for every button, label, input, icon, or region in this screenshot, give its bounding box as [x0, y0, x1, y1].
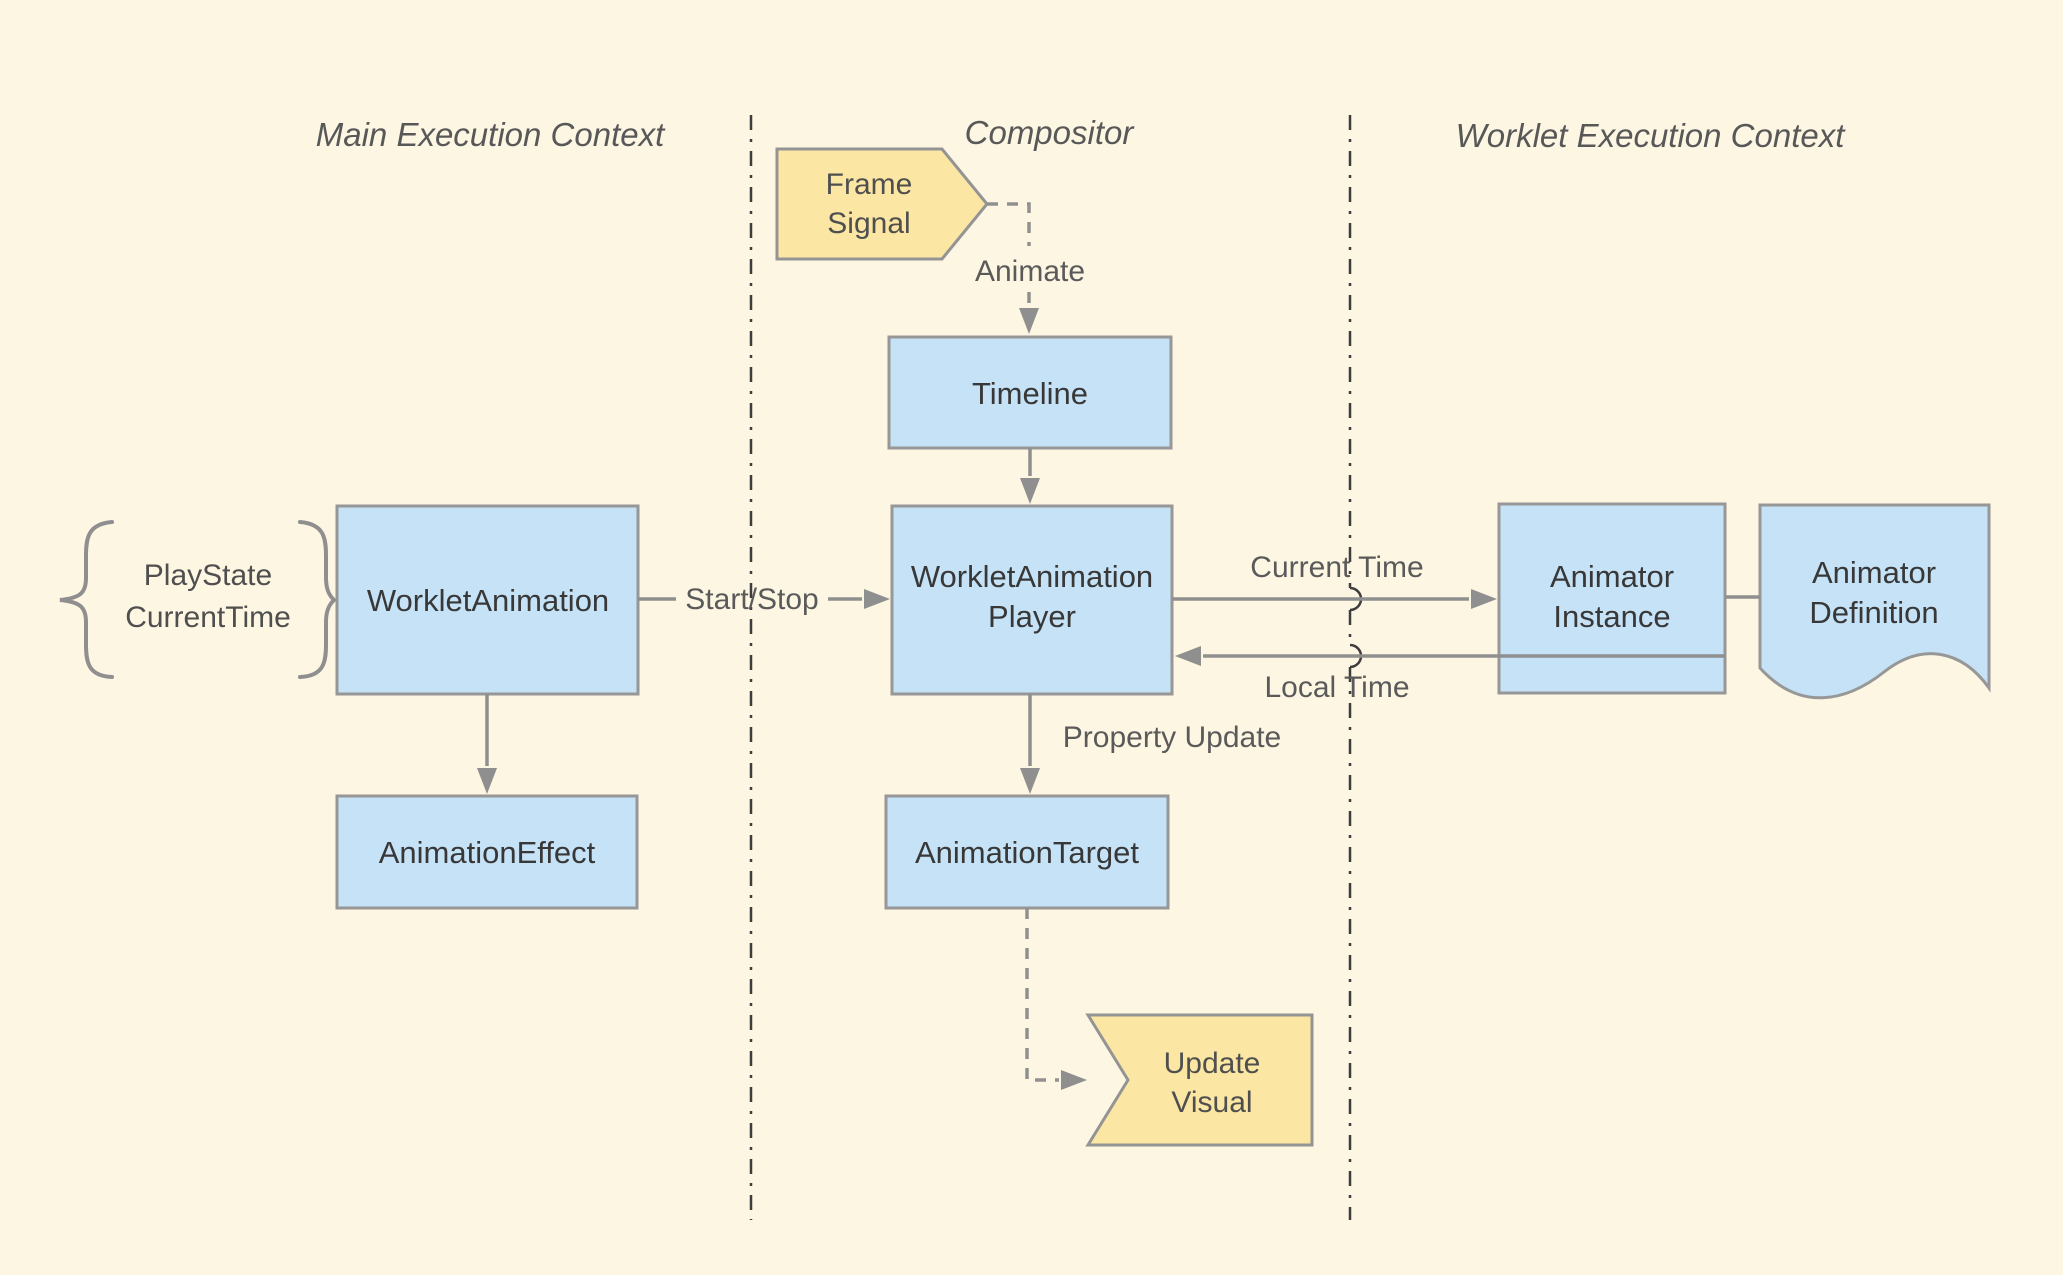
edge-property-update	[1020, 694, 1040, 794]
divider-compositor-worklet	[1348, 115, 1363, 1220]
edge-frame-signal-to-timeline	[987, 202, 1039, 334]
arrowhead-left-icon	[1175, 646, 1201, 666]
edge-local-time	[1175, 646, 1725, 666]
arrowhead-down-icon	[1020, 768, 1040, 794]
arrowhead-down-icon	[477, 768, 497, 794]
animator-definition-document-shape	[1758, 503, 1991, 700]
worklet-animation-player-box	[890, 504, 1174, 696]
animation-target-box	[884, 794, 1170, 910]
timeline-box	[887, 335, 1173, 450]
edge-start-stop	[638, 589, 890, 609]
update-visual-banner-shape	[1085, 1013, 1314, 1147]
arrowhead-right-icon	[1471, 589, 1497, 609]
left-curly-brace	[59, 520, 114, 679]
worklet-animation-box	[335, 504, 640, 696]
animator-instance-box	[1497, 502, 1727, 695]
arrowhead-down-icon	[1020, 478, 1040, 504]
arrowhead-right-icon	[864, 589, 890, 609]
edge-animationtarget-to-updatevisual	[1025, 908, 1087, 1090]
animation-effect-box	[335, 794, 639, 910]
arrowhead-down-icon	[1019, 308, 1039, 334]
edge-workletanimation-to-animationeffect	[477, 694, 497, 794]
edge-current-time	[1172, 589, 1497, 609]
right-curly-brace	[298, 520, 337, 679]
arrowhead-right-icon	[1061, 1070, 1087, 1090]
edge-timeline-to-player	[1020, 448, 1040, 504]
frame-signal-shape	[775, 147, 989, 261]
